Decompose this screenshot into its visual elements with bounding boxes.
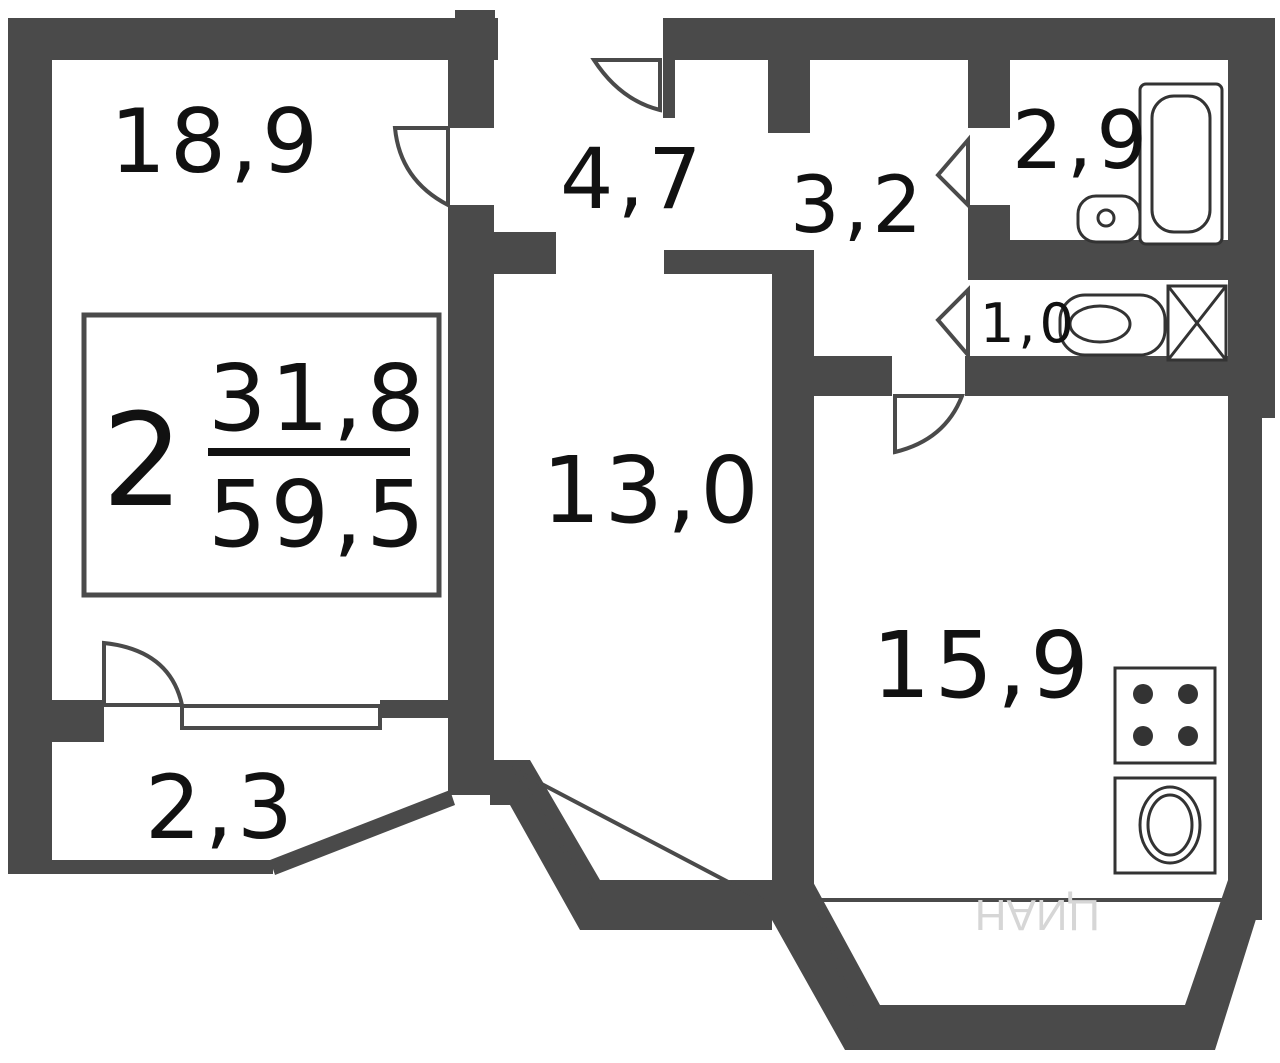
bathtub-icon	[1138, 82, 1224, 246]
corridor-area: 3,2	[790, 161, 926, 251]
wc-area: 1,0	[980, 292, 1078, 355]
kitchen-sink-icon	[1113, 776, 1217, 875]
loggia-area: 2,3	[145, 756, 297, 859]
room-left-area: 18,9	[110, 90, 322, 193]
balcony-window	[180, 704, 382, 730]
bathroom-sink-icon	[1076, 194, 1142, 244]
hall-area: 4,7	[560, 130, 706, 228]
doors	[102, 58, 970, 707]
watermark-text: ЦИАН	[975, 890, 1100, 939]
total-area: 59,5	[208, 461, 429, 568]
room-middle-area: 13,0	[542, 437, 763, 544]
walls	[8, 10, 1275, 1050]
stove-icon	[1113, 666, 1217, 765]
kitchen-area: 15,9	[872, 612, 1093, 719]
toilet-icon	[1058, 284, 1228, 362]
living-area: 31,8	[208, 345, 429, 452]
summary-box: 2 31,8 59,5	[81, 312, 442, 598]
bathroom-area: 2,9	[1012, 94, 1151, 187]
rooms-count: 2	[102, 387, 187, 536]
